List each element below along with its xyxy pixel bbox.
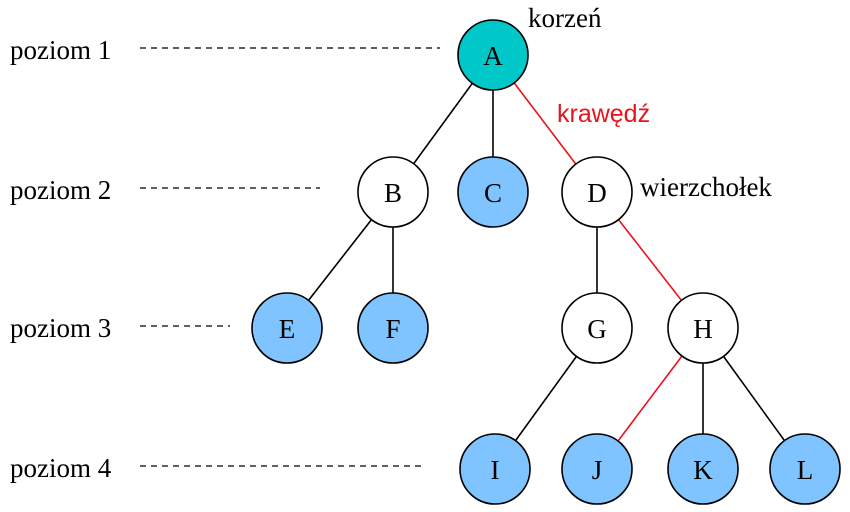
edge-annotation: krawędź	[557, 100, 650, 128]
node-circle-l	[769, 433, 841, 505]
node-label-k: K	[693, 455, 713, 485]
node-circle-g	[561, 292, 633, 364]
node-circle-e	[251, 292, 323, 364]
node-label-b: B	[384, 178, 402, 208]
node-circle-b	[357, 156, 429, 228]
node-e: E	[251, 292, 323, 364]
node-b: B	[357, 156, 429, 228]
node-a: A	[457, 19, 529, 91]
node-label-a: A	[483, 41, 503, 71]
node-label-d: D	[587, 178, 607, 208]
node-k: K	[667, 433, 739, 505]
node-circle-i	[459, 433, 531, 505]
level-3-label: poziom 3	[10, 313, 111, 343]
tree-nodes: A B C D E F G H I J K L	[251, 19, 841, 505]
node-c: C	[457, 156, 529, 228]
edge-h-j	[617, 355, 683, 442]
node-f: F	[357, 292, 429, 364]
node-l: L	[769, 433, 841, 505]
edge-g-i	[514, 355, 578, 442]
level-guide-lines	[140, 47, 440, 467]
level-4-label: poziom 4	[10, 453, 112, 483]
root-annotation: korzeń	[528, 3, 602, 33]
edge-a-d	[513, 82, 577, 165]
node-label-l: L	[797, 455, 814, 485]
node-d: D	[561, 156, 633, 228]
level-labels: poziom 1 poziom 2 poziom 3 poziom 4	[10, 35, 112, 483]
vertex-annotation: wierzchołek	[640, 172, 772, 202]
node-circle-j	[561, 433, 633, 505]
node-circle-h	[667, 292, 739, 364]
node-circle-f	[357, 292, 429, 364]
node-circle-k	[667, 433, 739, 505]
edge-h-l	[722, 355, 786, 442]
node-label-c: C	[484, 178, 502, 208]
node-g: G	[561, 292, 633, 364]
node-label-g: G	[587, 314, 607, 344]
node-label-f: F	[385, 314, 400, 344]
node-label-e: E	[279, 314, 296, 344]
node-circle-d	[561, 156, 633, 228]
level-2-label: poziom 2	[10, 175, 111, 205]
tree-edges	[307, 82, 786, 442]
edge-d-h	[617, 219, 683, 301]
node-circle-a	[457, 19, 529, 91]
edge-b-e	[307, 219, 373, 301]
node-j: J	[561, 433, 633, 505]
node-label-h: H	[693, 314, 713, 344]
annotations: korzeń krawędź wierzchołek	[528, 3, 772, 202]
edge-a-b	[412, 82, 474, 165]
node-label-j: J	[592, 455, 603, 485]
node-label-i: I	[491, 455, 500, 485]
level-1-label: poziom 1	[10, 35, 111, 65]
node-h: H	[667, 292, 739, 364]
node-circle-c	[457, 156, 529, 228]
node-i: I	[459, 433, 531, 505]
